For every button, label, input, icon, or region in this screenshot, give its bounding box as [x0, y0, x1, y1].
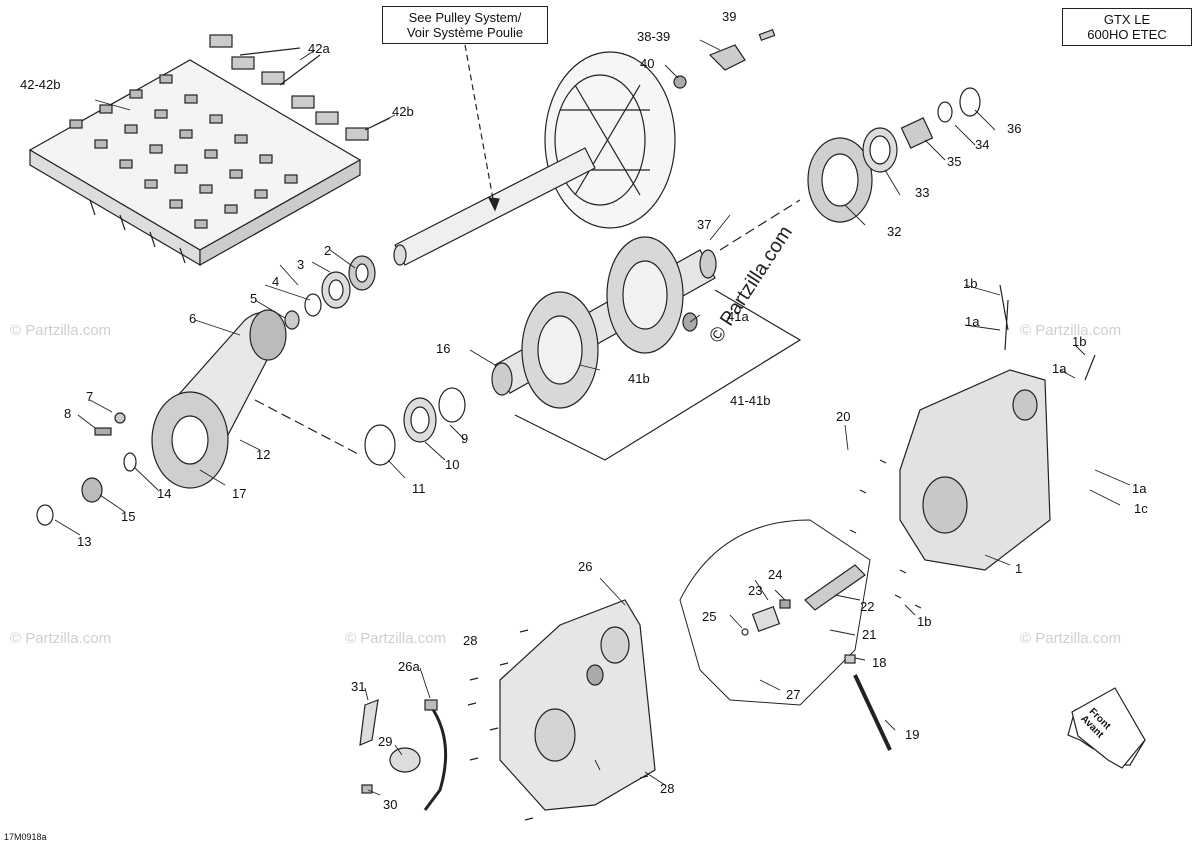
callout-42-42b: 42-42b — [20, 77, 61, 92]
callout-41-41b: 41-41b — [730, 393, 771, 408]
chain-tensioner — [741, 564, 892, 751]
callout-6: 6 — [189, 311, 197, 326]
callout-32: 32 — [887, 224, 902, 239]
callout-2: 2 — [324, 243, 332, 258]
callout-38-39: 38-39 — [637, 29, 671, 44]
watermark: © Partzilla.com — [1020, 322, 1122, 339]
chaincase-cover — [467, 599, 656, 821]
callout-1a: 1a — [965, 314, 980, 329]
callout-35: 35 — [947, 154, 962, 169]
callout-9: 9 — [461, 431, 469, 446]
callout-20: 20 — [836, 409, 851, 424]
bolt-39 — [673, 29, 776, 89]
leader-lines — [54, 39, 1131, 796]
callout-41a: 41a — [727, 309, 749, 324]
callout-37: 37 — [697, 217, 712, 232]
watermark: © Partzilla.com — [10, 322, 112, 339]
chain-and-sprockets — [36, 309, 287, 526]
front-arrow — [1067, 687, 1146, 769]
callout-1b: 1b — [1072, 334, 1087, 349]
callout-1a: 1a — [1052, 361, 1067, 376]
drive-pulley — [393, 51, 676, 266]
callout-29: 29 — [378, 734, 393, 749]
callout-28: 28 — [660, 781, 675, 796]
pulley-note-line2: Voir Système Poulie — [406, 25, 524, 40]
callout-26: 26 — [578, 559, 593, 574]
callout-5: 5 — [250, 291, 258, 306]
callout-1c: 1c — [1134, 501, 1148, 516]
bearing-housing-right — [807, 87, 981, 223]
callout-14: 14 — [157, 486, 172, 501]
callout-33: 33 — [915, 185, 930, 200]
callout-36: 36 — [1007, 121, 1022, 136]
callout-21: 21 — [862, 627, 877, 642]
callout-7: 7 — [86, 389, 94, 404]
callout-30: 30 — [383, 797, 398, 812]
callout-27: 27 — [786, 687, 801, 702]
chaincase-housing — [849, 284, 1096, 609]
callout-12: 12 — [256, 447, 271, 462]
callout-1a: 1a — [1132, 481, 1147, 496]
callout-28: 28 — [463, 633, 478, 648]
track-clip-grid — [28, 59, 362, 267]
callout-40: 40 — [640, 56, 655, 71]
callout-13: 13 — [77, 534, 92, 549]
callout-39: 39 — [722, 9, 737, 24]
callout-34: 34 — [975, 137, 990, 152]
model-box: GTX LE 600HO ETEC — [1062, 8, 1192, 46]
callout-1b: 1b — [917, 614, 932, 629]
callout-26a: 26a — [398, 659, 420, 674]
watermark: © Partzilla.com — [345, 630, 447, 647]
callout-18: 18 — [872, 655, 887, 670]
callout-10: 10 — [445, 457, 460, 472]
callout-11: 11 — [412, 481, 426, 496]
watermark: © Partzilla.com — [1020, 630, 1122, 647]
drawing-code: 17M0918a — [4, 832, 47, 842]
model-box-line2: 600HO ETEC — [1087, 27, 1167, 42]
callout-15: 15 — [121, 509, 136, 524]
callout-4: 4 — [272, 274, 280, 289]
callout-42a: 42a — [308, 41, 330, 56]
pulley-note-line1: See Pulley System/ — [408, 10, 522, 25]
callout-3: 3 — [297, 257, 305, 272]
callout-42b: 42b — [392, 104, 414, 119]
pulley-note-box: See Pulley System/ Voir Système Poulie — [382, 6, 548, 44]
callout-24: 24 — [768, 567, 783, 582]
gasket-27 — [679, 519, 871, 706]
callout-19: 19 — [905, 727, 920, 742]
callout-1: 1 — [1015, 561, 1023, 576]
left-bearings — [284, 255, 466, 466]
callout-16: 16 — [436, 341, 451, 356]
model-box-line1: GTX LE — [1103, 12, 1151, 27]
sensor-and-plug — [359, 699, 448, 811]
callout-8: 8 — [64, 406, 72, 421]
callout-23: 23 — [748, 583, 763, 598]
callout-41b: 41b — [628, 371, 650, 386]
callout-17: 17 — [232, 486, 247, 501]
callout-22: 22 — [860, 599, 875, 614]
callout-31: 31 — [351, 679, 366, 694]
callout-1b: 1b — [963, 276, 978, 291]
callout-25: 25 — [702, 609, 717, 624]
watermark: © Partzilla.com — [10, 630, 112, 647]
drive-axle — [491, 236, 717, 409]
